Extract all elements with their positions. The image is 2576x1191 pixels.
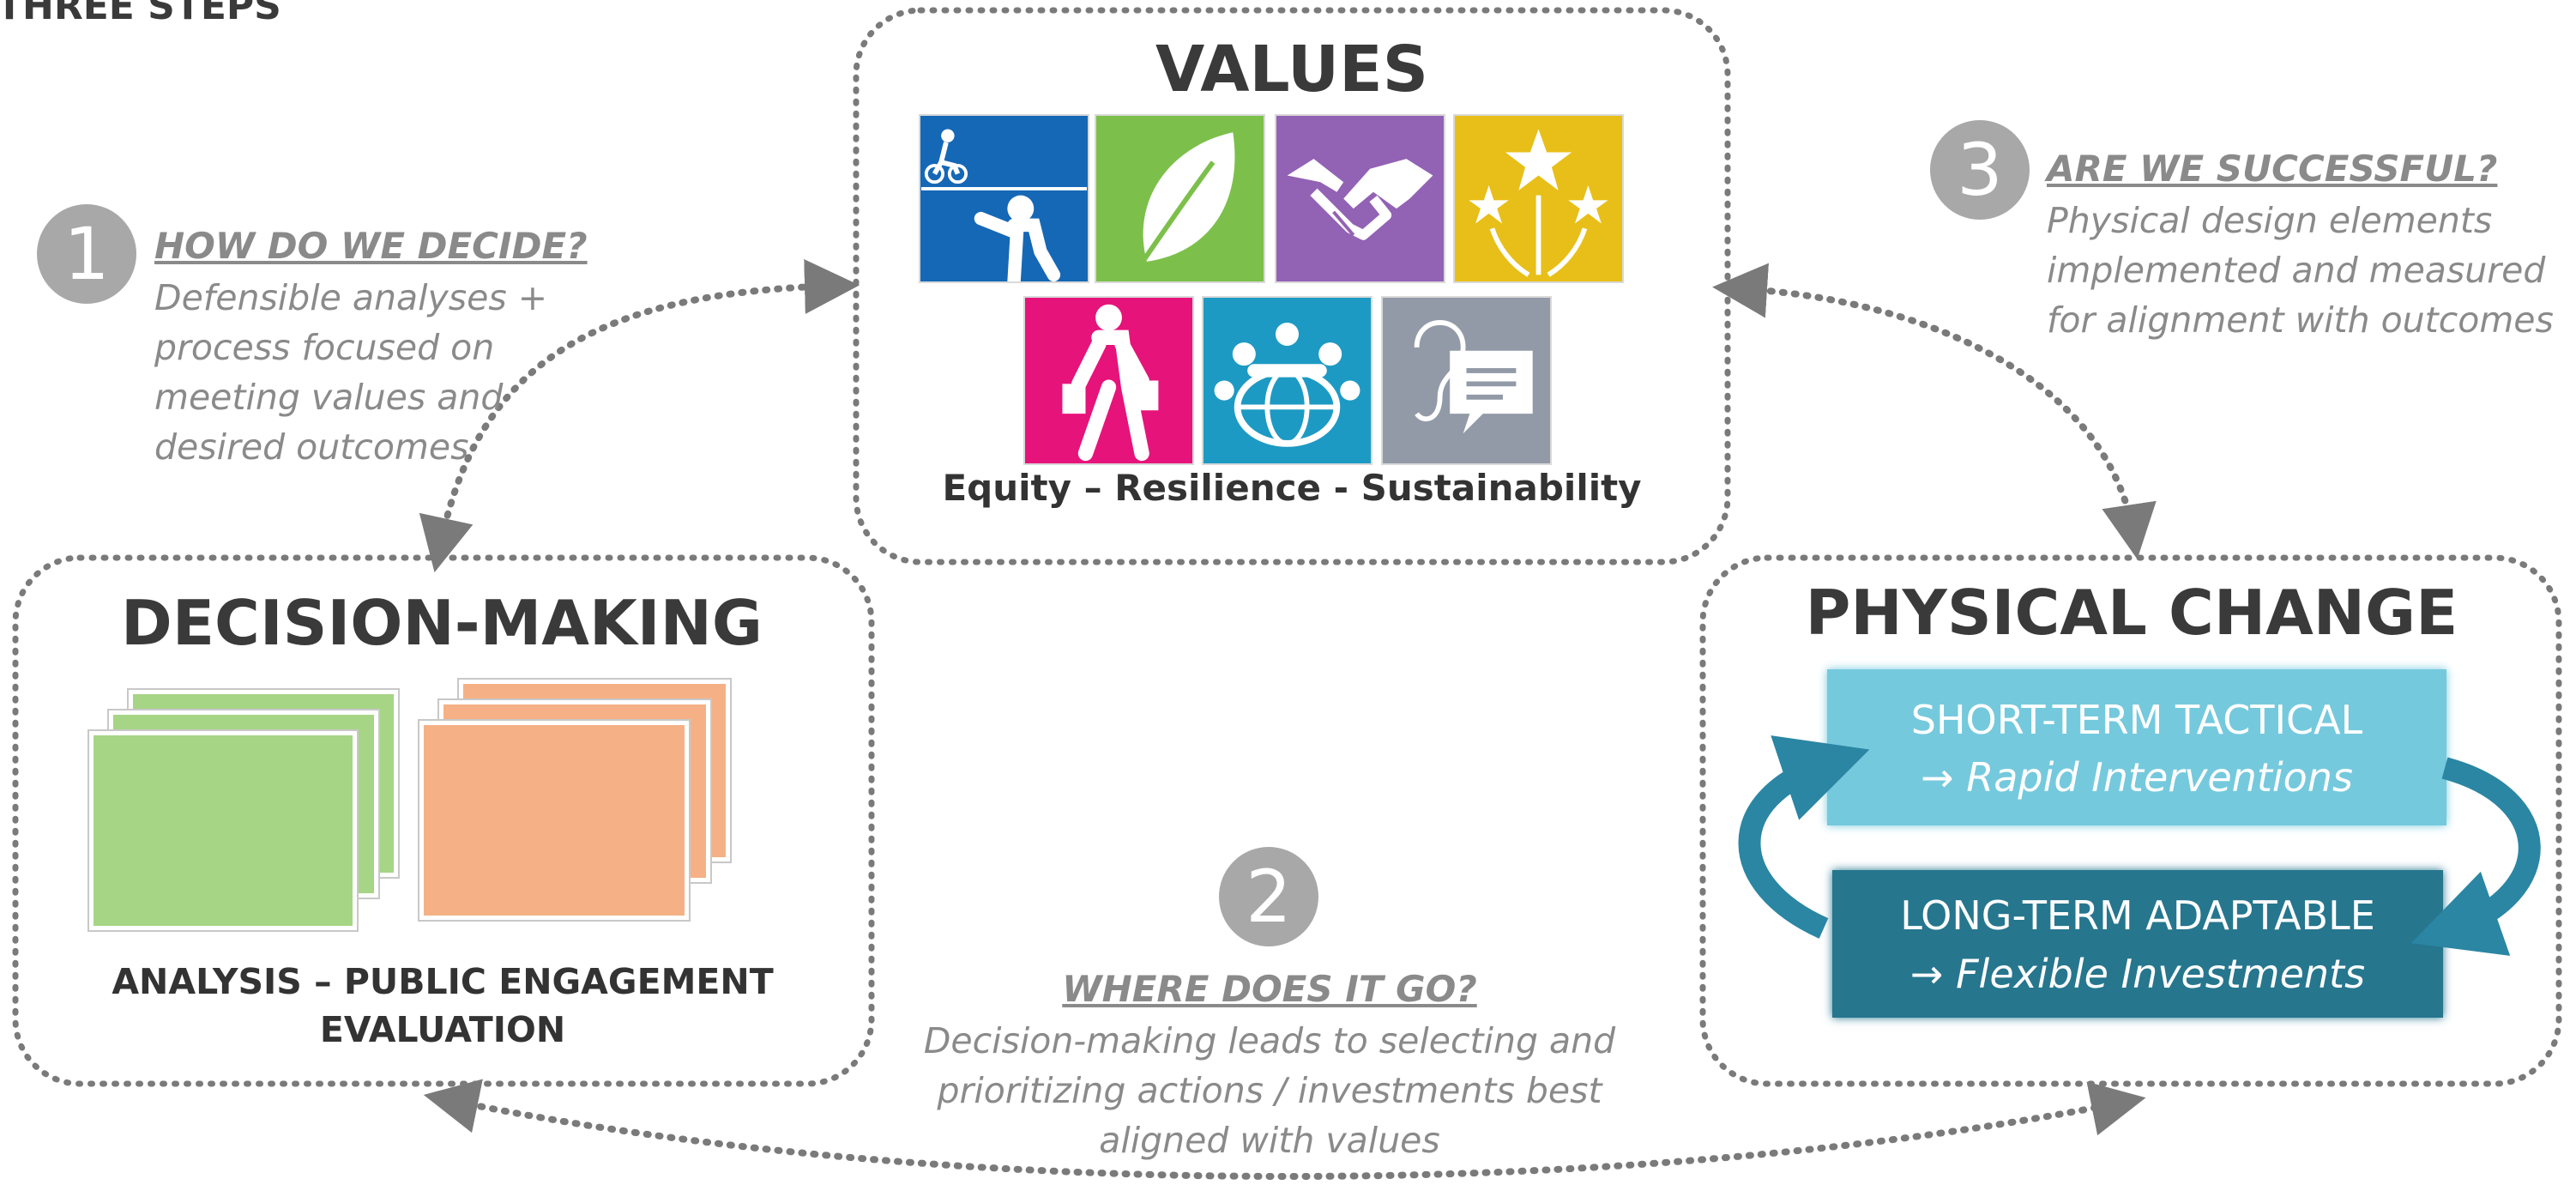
step-1-desc-line1: Defensible analyses + [154,277,548,318]
arrow-decision-physical [423,1079,2146,1180]
values-title: VALUES [1155,33,1428,106]
listening-speech-icon [1414,320,1533,434]
physical-change-title: PHYSICAL CHANGE [1805,577,2458,649]
short-term-sub: → Rapid Interventions [1827,749,2446,806]
value-tile-community [1202,296,1372,465]
page-title: THREE STEPS [0,0,281,28]
short-term-sub-text: Rapid Interventions [1966,754,2353,801]
bike-walk-icon [921,129,1087,281]
step-2-badge: 2 [1219,847,1318,946]
step-1-desc-line2: process focused on [154,327,495,368]
long-term-sub-text: Flexible Investments [1956,951,2366,997]
leaf-icon [1131,132,1235,276]
arrow-values-decision [419,259,860,573]
step-3-title: ARE WE SUCCESSFUL? [2047,148,2498,190]
step-2-desc-line3: aligned with values [1099,1120,1440,1161]
value-tile-shopper [1023,296,1194,465]
step-1-badge: 1 [37,204,136,304]
community-globe-icon [1214,322,1360,447]
value-tile-handshake [1275,114,1445,283]
short-term-box [1827,669,2446,825]
step-1-desc-line4: desired outcomes [154,426,469,468]
short-term-label: SHORT-TERM TACTICAL [1910,697,2363,743]
value-tile-listening [1381,296,1552,465]
step-3-badge: 3 [1930,120,2030,220]
shopper-icon [1062,304,1159,462]
value-tile-stars [1453,114,1624,283]
step-2-desc-line2: prioritizing actions / investments best [937,1070,1602,1111]
decision-caption-line2: EVALUATION [319,1009,566,1050]
value-tile-bike-walk [919,114,1089,283]
value-tile-leaf [1095,114,1265,283]
arrow-values-physical [1712,263,2157,559]
step-3-desc-line3: for alignment with outcomes [2047,299,2554,341]
step-1-desc-line3: meeting values and [154,377,504,418]
long-term-sub: → Flexible Investments [1832,946,2443,1002]
stars-icon [1469,129,1608,277]
step-1-title: HOW DO WE DECIDE? [154,225,588,267]
step-2-desc-line1: Decision-making leads to selecting and [923,1020,1616,1061]
step-3-desc-line2: implemented and measured [2047,250,2546,291]
long-term-label: LONG-TERM ADAPTABLE [1900,892,2375,939]
values-caption: Equity – Resilience - Sustainability [942,467,1642,509]
decision-caption-line1: ANALYSIS – PUBLIC ENGAGEMENT [112,961,774,1002]
arrow-right-icon: → [1909,951,1944,997]
decision-making-title: DECISION-MAKING [121,587,763,659]
step-3-desc-line1: Physical design elements [2047,200,2493,241]
step-2-title: WHERE DOES IT GO? [1062,968,1477,1010]
green-doc-front [89,731,357,930]
arrow-right-icon: → [1921,754,1954,801]
handshake-icon [1287,159,1433,240]
orange-doc-front [419,721,689,920]
long-term-box [1832,870,2443,1018]
